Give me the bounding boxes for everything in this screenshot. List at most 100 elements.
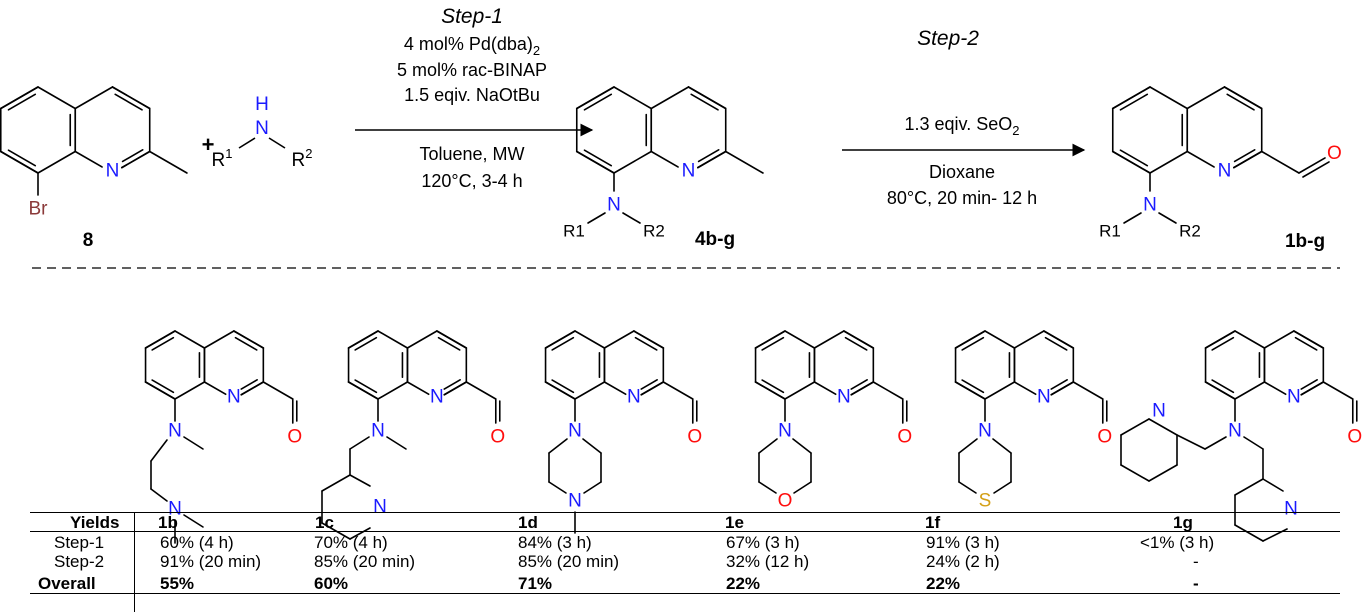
aldehyde-o-label: O [897, 427, 912, 448]
quinoline-n-label: N [1218, 161, 1232, 182]
bond-inner [121, 149, 144, 163]
header-1g: 1g [1173, 513, 1193, 532]
bond-inner [1300, 379, 1318, 390]
table-top-rule [30, 512, 1340, 513]
table-row-step1: Step-1 60% (4 h) 70% (4 h) 84% (3 h) 67%… [30, 533, 1369, 552]
bond-inner [634, 336, 658, 351]
row-label: Step-1 [54, 533, 105, 552]
quinoline-n-label: N [227, 387, 241, 408]
bond-inner [1211, 379, 1235, 394]
cell-1d: 71% [518, 574, 553, 593]
bond-inner [961, 336, 985, 351]
cell-1g: <1% (3 h) [1140, 533, 1215, 552]
bromine-label: Br [29, 199, 49, 220]
bond-inner [850, 379, 868, 390]
bond-inner [114, 93, 143, 111]
cell-1c: 70% (4 h) [314, 533, 388, 552]
n-r2-bond [1158, 212, 1177, 224]
quinoline-n-label: N [106, 161, 120, 182]
cell-1f: 24% (2 h) [926, 552, 1000, 571]
quinoline-n-label: N [430, 387, 444, 408]
yield-table: Yields 1b 1c 1d 1e 1f 1g Step-1 60% (4 h… [30, 513, 1369, 593]
amine-r1-label: R1 [212, 146, 233, 171]
bond-inner [1294, 336, 1318, 351]
bond-inner [583, 149, 613, 167]
quinoline-n-label: N [1287, 387, 1301, 408]
bond [240, 381, 265, 396]
bond-inner [7, 93, 37, 111]
quinoline-n-label: N [837, 387, 851, 408]
aldehyde-bond [1322, 381, 1354, 400]
bond [1111, 86, 1151, 110]
bond [575, 150, 615, 174]
bond-inner [697, 149, 720, 163]
cell-1d: 84% (3 h) [518, 533, 592, 552]
bond [754, 381, 786, 400]
cell-1c: 85% (20 min) [314, 552, 416, 571]
bond-inner [1044, 336, 1068, 351]
table-row-step2: Step-2 91% (20 min) 85% (20 min) 85% (20… [30, 552, 1369, 571]
bond [1293, 330, 1325, 349]
bond-inner [1119, 149, 1149, 167]
bond [633, 330, 665, 349]
compound-4bg-label: 4b-g [695, 229, 735, 250]
bond-inner [1233, 149, 1256, 163]
step1-condition-1: 4 mol% Pd(dba)2 [404, 34, 540, 58]
thiomorpholine-s-label: S [979, 491, 992, 512]
bond [544, 330, 576, 349]
cell-1e: 22% [726, 574, 761, 593]
quinoline-n-label: N [1037, 387, 1051, 408]
header-1c: 1c [315, 513, 334, 532]
table-header-rule [30, 531, 1340, 532]
cell-1c: 60% [314, 574, 349, 593]
cell-1e: 67% (3 h) [726, 533, 800, 552]
cell-1b: 60% (4 h) [160, 533, 234, 552]
bond [687, 86, 727, 110]
amine-n-label: N [778, 421, 792, 442]
aldehyde-bond [662, 381, 694, 400]
step1-condition-5: 120°C, 3-4 h [421, 171, 522, 191]
amine-h-label: H [255, 94, 269, 115]
bond [1111, 150, 1151, 174]
bond [443, 381, 468, 396]
bond-inner [690, 93, 719, 111]
aldehyde-o-label: O [1327, 143, 1342, 164]
aldehyde-o-label: O [490, 427, 505, 448]
step1-condition-3: 1.5 eqiv. NaOtBu [404, 85, 540, 105]
bond [144, 381, 176, 400]
aldehyde-bond [872, 381, 904, 400]
cell-1f: 91% (3 h) [926, 533, 1000, 552]
step1-condition-4: Toluene, MW [419, 144, 524, 164]
bond [954, 330, 986, 349]
header-yields: Yields [70, 513, 120, 532]
bond-inner [240, 379, 258, 390]
bond [0, 86, 39, 110]
table-divider [134, 512, 135, 612]
bond [120, 150, 151, 169]
n-methyl-bond [183, 436, 204, 450]
aldehyde-bond [1072, 381, 1104, 400]
bond-inner [583, 93, 613, 111]
compound-1bg-label: 1b-g [1285, 231, 1325, 252]
bond [850, 381, 875, 396]
bond [754, 330, 786, 349]
aldehyde-o-label: O [287, 427, 302, 448]
bond-inner [437, 336, 461, 351]
quinoline-n-label: N [682, 161, 696, 182]
amine-n-label: N [255, 118, 269, 139]
step2-condition-2: Dioxane [929, 162, 995, 182]
amine-n-label: N [371, 421, 385, 442]
row-label: Step-2 [54, 552, 105, 571]
aldehyde-o-label: O [1097, 427, 1112, 448]
methyl-bond [724, 150, 764, 174]
bond-inner [1050, 379, 1068, 390]
amine-n-label: N [607, 195, 621, 216]
header-1d: 1d [518, 513, 538, 532]
bond-inner [1226, 93, 1255, 111]
bond [1223, 86, 1263, 110]
aldehyde-o-label: O [1347, 427, 1362, 448]
bond [1204, 381, 1236, 400]
n-r1-bond [587, 212, 606, 224]
bond-inner [551, 336, 575, 351]
